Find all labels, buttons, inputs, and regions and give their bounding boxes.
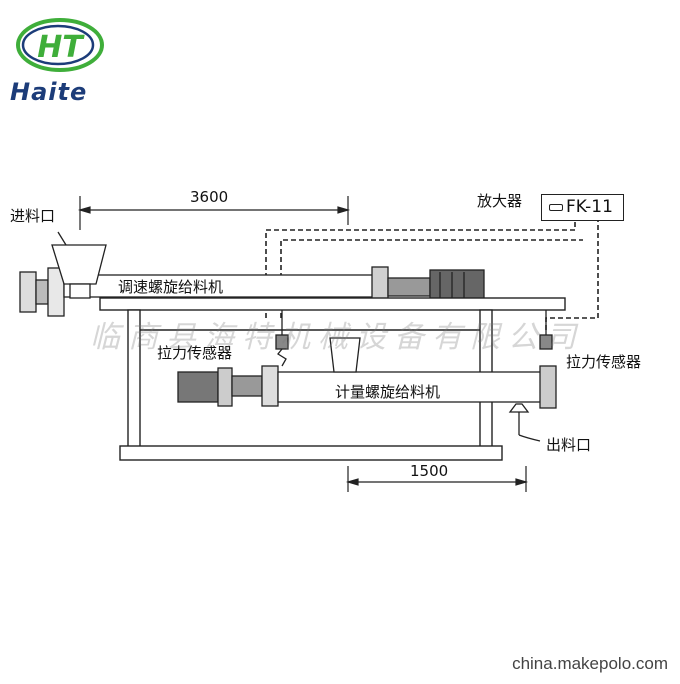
source-credit: china.makepolo.com	[512, 654, 668, 673]
logo-icon: HT	[16, 18, 104, 72]
speed-screw-feeder	[19, 266, 485, 317]
dimension-bottom-label: 1500	[410, 462, 449, 480]
amplifier-display-icon	[549, 204, 563, 211]
inlet-label: 进料口	[10, 207, 56, 225]
outlet-label: 出料口	[546, 436, 592, 454]
frame	[99, 297, 566, 461]
amplifier-model: FK-11	[566, 197, 613, 217]
watermark: 临商县海特机械设备有限公司	[90, 320, 584, 355]
outlet-icon	[508, 403, 541, 442]
svg-text:HT: HT	[37, 30, 85, 65]
sensor-left-label: 拉力传感器	[157, 344, 233, 362]
dimension-3600	[77, 196, 351, 230]
amplifier-label: 放大器	[477, 192, 523, 210]
inlet-hopper	[51, 231, 107, 299]
amplifier-box: FK-11	[541, 194, 624, 221]
load-cell-right-icon	[539, 310, 553, 350]
dimension-top-label: 3600	[190, 188, 229, 206]
brand-name: Haite	[10, 78, 88, 106]
load-cell-left-icon	[275, 310, 289, 367]
dimension-1500	[345, 466, 529, 492]
metering-feeder-label: 计量螺旋给料机	[335, 383, 441, 401]
sensor-right-label: 拉力传感器	[566, 353, 642, 371]
speed-feeder-label: 调速螺旋给料机	[118, 278, 224, 296]
metering-screw-feeder	[177, 337, 557, 409]
